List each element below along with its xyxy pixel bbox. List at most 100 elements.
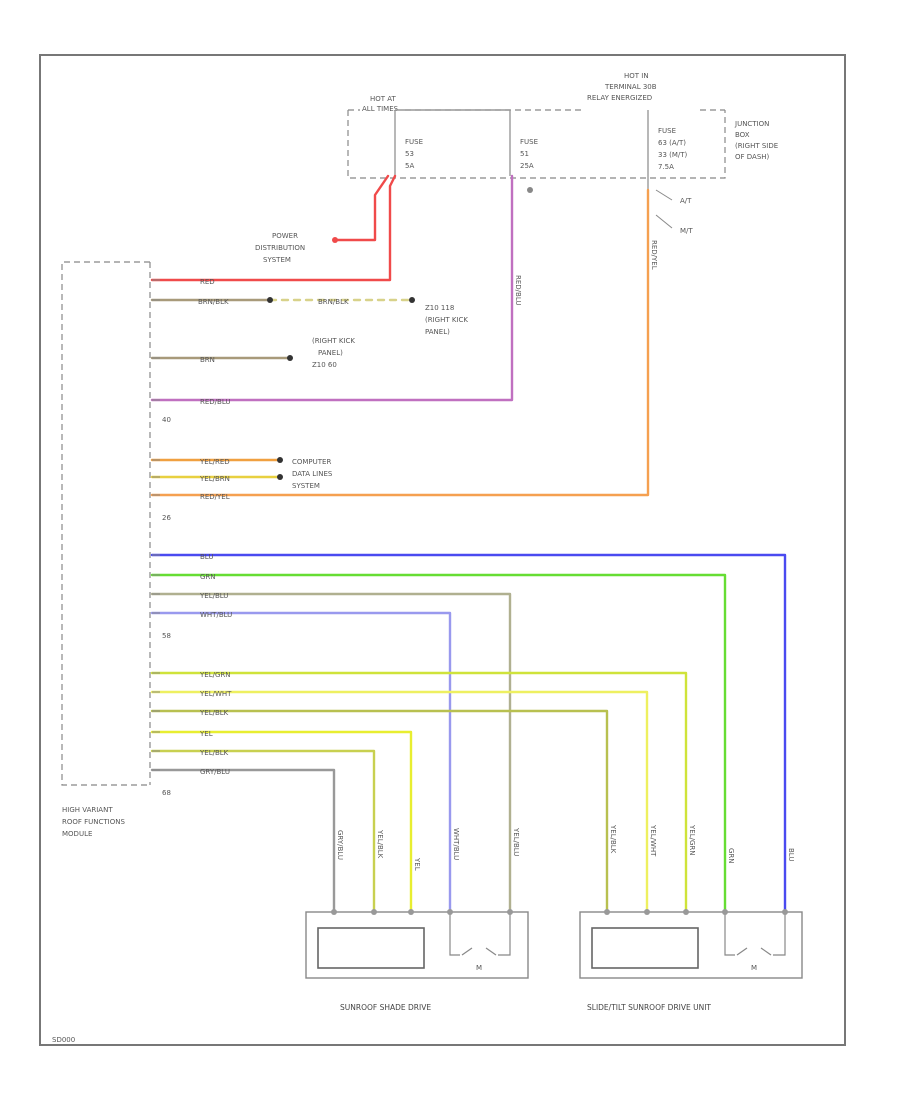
wire-yel-blk-vlabel: YEL/BLK [609, 824, 617, 854]
wire-blu-label: BLU [200, 553, 213, 561]
wire-yel-blk-label: YEL/BLK [199, 709, 229, 717]
svg-text:(RIGHT KICK: (RIGHT KICK [425, 316, 468, 324]
fuse2-line3: 25A [520, 162, 534, 170]
svg-text:POWER: POWER [272, 232, 298, 240]
junction-label-1: JUNCTION [734, 120, 769, 128]
connector-label-26: 26 [162, 514, 171, 522]
computer-data-label: COMPUTER DATA LINES SYSTEM [292, 458, 333, 490]
svg-text:(RIGHT KICK: (RIGHT KICK [312, 337, 355, 345]
module-label-2: ROOF FUNCTIONS [62, 818, 125, 826]
svg-text:PANEL): PANEL) [425, 328, 450, 336]
svg-text:Z10 60: Z10 60 [312, 361, 337, 369]
wire-grn-vlabel: GRN [727, 848, 735, 864]
wire-red-yel-label: RED/YEL [200, 493, 230, 501]
wire-yel-red: YEL/RED [150, 457, 283, 466]
wire-yel-blk-1: YEL/BLK YEL/BLK [150, 709, 617, 912]
power-distribution-label: POWER DISTRIBUTION SYSTEM [255, 232, 305, 264]
fuse3-line1: FUSE [658, 127, 676, 135]
hot-in-label: HOT IN [624, 72, 649, 80]
wire-red-blu: RED/BLU RED/BLU [150, 174, 522, 406]
slide-motor-label: M [751, 964, 757, 972]
wire-yel-wht: YEL/WHT YEL/WHT [150, 690, 657, 912]
svg-text:DISTRIBUTION: DISTRIBUTION [255, 244, 305, 252]
wire-red-blu-label: RED/BLU [200, 398, 231, 406]
junction-label-4: OF DASH) [735, 153, 770, 161]
wire-yel-blk2-vlabel: YEL/BLK [376, 829, 384, 859]
wire-yel-grn-label: YEL/GRN [199, 671, 230, 679]
wire-gry-blu-vlabel: GRY/BLU [336, 830, 344, 860]
wire-wht-blu-vlabel: WHT/BLU [452, 828, 460, 860]
mt-label: M/T [680, 227, 693, 235]
shade-motor-label: M [476, 964, 482, 972]
wire-red: RED [150, 174, 397, 286]
wire-gry-blu: GRY/BLU GRY/BLU [150, 768, 344, 912]
wire-yel-wht-vlabel: YEL/WHT [649, 824, 657, 857]
wire-yel-blk-2: YEL/BLK YEL/BLK [150, 749, 384, 912]
fuse2-line2: 51 [520, 150, 529, 158]
ground1-label: Z10 118 (RIGHT KICK PANEL) [425, 304, 468, 336]
wire-blu: BLU BLU [150, 553, 795, 912]
wire-yel-grn: YEL/GRN YEL/GRN [150, 671, 696, 912]
wire-yel-label: YEL [199, 730, 213, 738]
svg-text:Z10 118: Z10 118 [425, 304, 454, 312]
svg-text:SYSTEM: SYSTEM [263, 256, 291, 264]
wire-yel-grn-vlabel: YEL/GRN [688, 824, 696, 855]
wire-grn: GRN GRN [150, 573, 735, 912]
svg-text:SYSTEM: SYSTEM [292, 482, 320, 490]
junction-box: HOT AT ALL TIMES HOT IN TERMINAL 30B REL… [347, 72, 778, 235]
hot-in-sub2: RELAY ENERGIZED [587, 94, 652, 102]
fuse3-line4: 7.5A [658, 163, 674, 171]
svg-text:PANEL): PANEL) [318, 349, 343, 357]
wire-red-blu-vlabel: RED/BLU [514, 275, 522, 306]
wire-brn-blk-label-2: BRN/BLK [318, 298, 349, 306]
fuse1-line2: 53 [405, 150, 414, 158]
connector-label-40: 40 [162, 416, 171, 424]
shade-drive-label: SUNROOF SHADE DRIVE [340, 1003, 431, 1012]
hot-in-sub: TERMINAL 30B [604, 83, 657, 91]
module-pins [152, 279, 160, 771]
junction-label-3: (RIGHT SIDE [735, 142, 778, 150]
connector-label-68: 68 [162, 789, 171, 797]
hot-at-sub: ALL TIMES [362, 105, 399, 113]
wire-yel-blu-label: YEL/BLU [199, 592, 228, 600]
wire-wht-blu: WHT/BLU WHT/BLU [150, 611, 460, 912]
wire-red-yel-vlabel: RED/YEL [650, 240, 658, 270]
ground2-label: (RIGHT KICK PANEL) Z10 60 [312, 337, 355, 369]
wire-blu-vlabel: BLU [787, 848, 795, 861]
slide-drive-label: SLIDE/TILT SUNROOF DRIVE UNIT [587, 1003, 711, 1012]
at-label: A/T [680, 197, 692, 205]
wire-brn-blk: BRN/BLK BRN/BLK [150, 297, 415, 306]
wire-gry-blu-label: GRY/BLU [200, 768, 230, 776]
slide-tilt-drive-unit: M SLIDE/TILT SUNROOF DRIVE UNIT [579, 909, 803, 1012]
wire-grn-label: GRN [200, 573, 216, 581]
wire-yel-vlabel: YEL [413, 857, 421, 871]
wire-yel-blu-vlabel: YEL/BLU [512, 827, 520, 856]
wire-wht-blu-label: WHT/BLU [200, 611, 232, 619]
svg-text:COMPUTER: COMPUTER [292, 458, 331, 466]
wire-yel: YEL YEL [150, 730, 421, 912]
wire-yel-blk2-label: YEL/BLK [199, 749, 229, 757]
fuse1-line3: 5A [405, 162, 414, 170]
wire-red-label: RED [200, 278, 215, 286]
wire-yel-brn: YEL/BRN [150, 474, 283, 483]
fuse1-line1: FUSE [405, 138, 423, 146]
module-label-3: MODULE [62, 830, 92, 838]
svg-text:DATA LINES: DATA LINES [292, 470, 333, 478]
fuse3-line3: 33 (M/T) [658, 151, 688, 159]
wire-red-yel: RED/YEL RED/YEL [150, 188, 658, 501]
footer-code: SD000 [52, 1036, 75, 1044]
wire-brn-label: BRN [200, 356, 215, 364]
wire-yel-blu-upper: YEL/BLU YEL/BLU [150, 592, 520, 912]
fuse2-line1: FUSE [520, 138, 538, 146]
hot-at-label: HOT AT [370, 95, 397, 103]
roof-functions-module: HIGH VARIANT ROOF FUNCTIONS MODULE 40 26… [61, 261, 171, 838]
connector-label-58: 58 [162, 632, 171, 640]
diagram-frame [39, 54, 846, 1046]
junction-label-2: BOX [735, 131, 750, 139]
wire-brn-blk-label-1: BRN/BLK [198, 298, 229, 306]
module-label-1: HIGH VARIANT [62, 806, 113, 814]
wire-yel-red-label: YEL/RED [199, 458, 230, 466]
sunroof-shade-drive: M SUNROOF SHADE DRIVE [305, 909, 529, 1012]
fuse3-line2: 63 (A/T) [658, 139, 686, 147]
